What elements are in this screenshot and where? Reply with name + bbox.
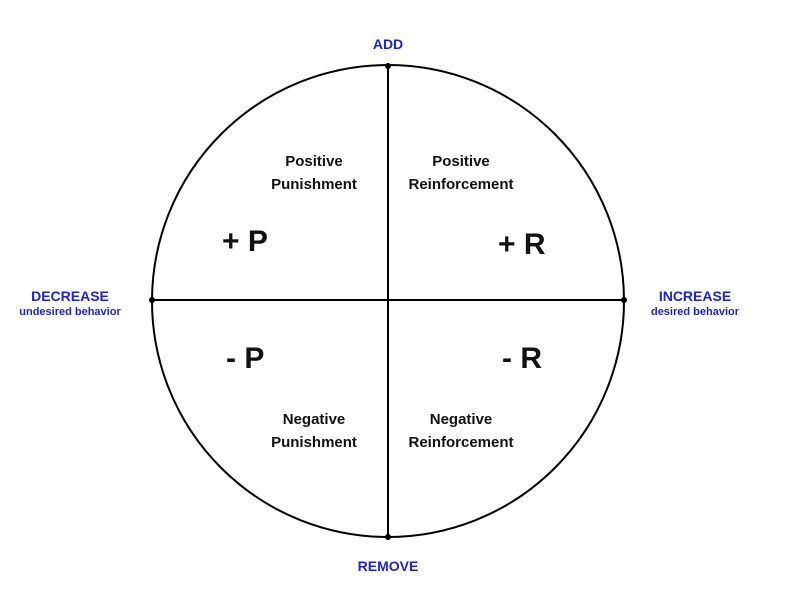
bottom-endpoint-dot bbox=[385, 534, 391, 540]
left-endpoint-dot bbox=[149, 297, 155, 303]
top-endpoint-dot bbox=[385, 63, 391, 69]
decrease-main-label: DECREASE bbox=[31, 288, 109, 304]
positive-reinforcement-line2: Reinforcement bbox=[408, 176, 514, 193]
positive-punishment-line1: Positive bbox=[285, 153, 343, 170]
positive-reinforcement-symbol: + R bbox=[498, 228, 546, 261]
positive-punishment-label: Positive Punishment bbox=[244, 150, 384, 196]
remove-label: REMOVE bbox=[357, 558, 419, 574]
negative-reinforcement-symbol: - R bbox=[502, 342, 542, 375]
decrease-sub-label: undesired behavior bbox=[19, 306, 121, 318]
positive-punishment-symbol: + P bbox=[222, 225, 268, 258]
increase-main-label: INCREASE bbox=[658, 288, 732, 304]
decrease-label: DECREASE undesired behavior bbox=[0, 288, 140, 318]
increase-label: INCREASE desired behavior bbox=[630, 288, 760, 318]
negative-punishment-label: Negative Punishment bbox=[244, 408, 384, 454]
right-endpoint-dot bbox=[621, 297, 627, 303]
negative-reinforcement-label: Negative Reinforcement bbox=[391, 408, 531, 454]
increase-sub-label: desired behavior bbox=[650, 306, 740, 318]
negative-reinforcement-line1: Negative bbox=[429, 411, 493, 428]
add-label: ADD bbox=[372, 36, 404, 52]
negative-punishment-line1: Negative bbox=[282, 411, 346, 428]
positive-punishment-line2: Punishment bbox=[271, 176, 357, 193]
negative-punishment-line2: Punishment bbox=[271, 434, 357, 451]
negative-punishment-symbol: - P bbox=[226, 342, 265, 375]
negative-reinforcement-line2: Reinforcement bbox=[408, 434, 514, 451]
positive-reinforcement-label: Positive Reinforcement bbox=[391, 150, 531, 196]
positive-reinforcement-line1: Positive bbox=[432, 153, 490, 170]
